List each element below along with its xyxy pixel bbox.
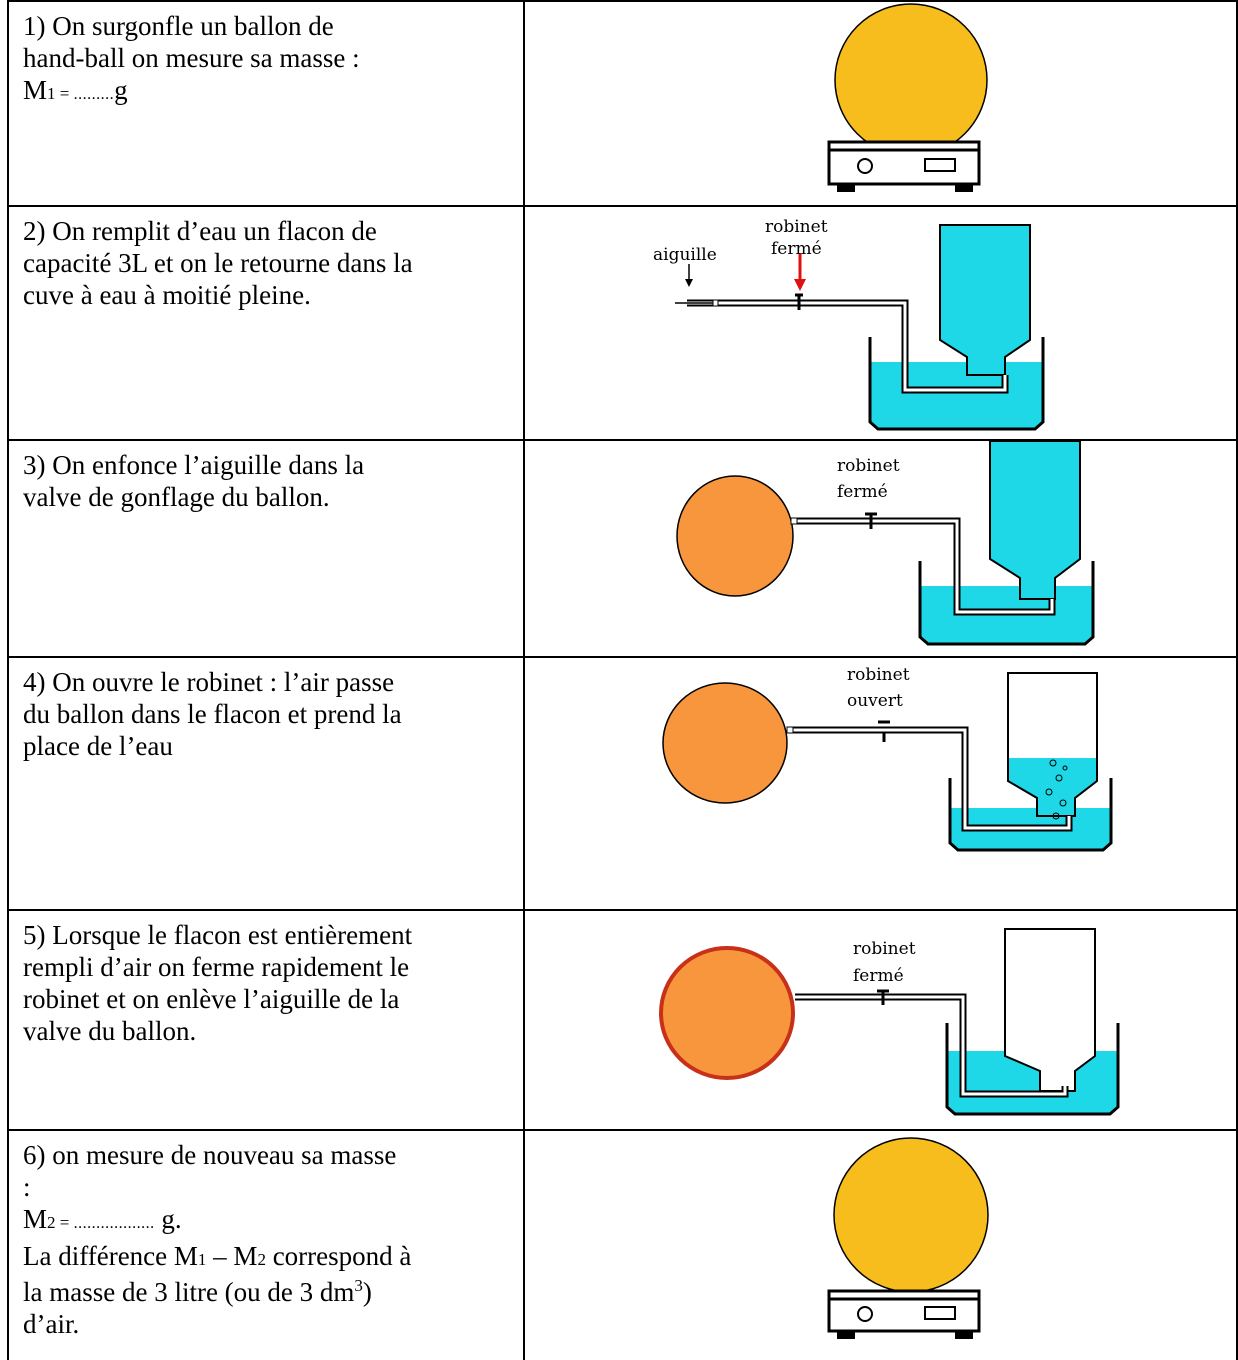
step-3-figure: robinet fermé <box>523 439 1238 658</box>
ball-icon <box>659 946 795 1080</box>
step-5-line-1: 5) Lorsque le flacon est entièrement <box>23 920 413 950</box>
ball-connected-diagram: robinet fermé <box>676 442 1095 646</box>
step-1-mass: M1 = .........g <box>23 74 513 111</box>
flask-icon <box>1007 672 1098 817</box>
valve-icon <box>878 720 890 742</box>
water-tank-icon <box>945 1023 1120 1116</box>
step-row-1: 1) On surgonfle un ballon de hand-ball o… <box>7 0 1238 207</box>
ball-icon <box>834 3 988 157</box>
step-3-line-2: valve de gonflage du ballon. <box>23 482 330 512</box>
water-tank-icon <box>868 337 1045 431</box>
step-row-2: 2) On remplit d’eau un flacon de capacit… <box>7 205 1238 441</box>
step-1-line-1: 1) On surgonfle un ballon de <box>23 11 334 41</box>
mass-unit: g <box>114 75 128 105</box>
step-3-text: 3) On enfonce l’aiguille dans la valve d… <box>7 439 525 658</box>
mass-index: 1 <box>47 84 56 103</box>
valve-icon <box>865 512 877 529</box>
valve-label-1: robinet <box>837 456 900 476</box>
mass-unit: g. <box>154 1204 182 1234</box>
water-tank-icon <box>948 778 1113 852</box>
step-6-diff-line-3: d’air. <box>23 1309 80 1339</box>
open-valve-diagram: robinet ouvert <box>662 665 1113 852</box>
valve-label-2: fermé <box>771 239 822 259</box>
scale-with-ball-illustration <box>827 1137 989 1339</box>
step-3-line-1: 3) On enfonce l’aiguille dans la <box>23 450 365 480</box>
scale-with-ball-illustration <box>827 3 988 192</box>
mass-blank: .................. <box>73 1215 155 1232</box>
valve-label-2: fermé <box>837 482 888 502</box>
valve-icon <box>795 293 803 310</box>
step-4-text: 4) On ouvre le robinet : l’air passe du … <box>7 656 525 911</box>
mass-symbol: M <box>23 1204 48 1234</box>
valve-label-1: robinet <box>765 217 828 237</box>
step-1-text: 1) On surgonfle un ballon de hand-ball o… <box>7 0 525 207</box>
step-5-line-4: valve du ballon. <box>23 1016 197 1046</box>
flask-icon <box>939 224 1031 376</box>
air-filled-flask-diagram: robinet fermé <box>659 928 1120 1116</box>
scale-icon <box>827 1289 981 1333</box>
step-row-3: 3) On enfonce l’aiguille dans la valve d… <box>7 439 1238 658</box>
valve-label-2: fermé <box>853 966 904 986</box>
mass-symbol: M <box>23 75 48 105</box>
bubbles-icon <box>1045 759 1068 820</box>
flask-icon <box>989 442 1081 600</box>
step-5-line-3: robinet et on enlève l’aiguille de la <box>23 984 400 1014</box>
step-4-figure: robinet ouvert <box>523 656 1238 911</box>
step-1-line-2: hand-ball on mesure sa masse : <box>23 43 360 73</box>
step-6-mass: M2 = .................. g. <box>23 1203 513 1240</box>
scale-icon <box>827 140 981 186</box>
step-6-diff-line-2: la masse de 3 litre (ou de 3 dm3) <box>23 1276 372 1307</box>
mass-index: 2 <box>47 1213 56 1232</box>
step-6-text: 6) on mesure de nouveau sa masse : M2 = … <box>7 1129 525 1360</box>
mass-eq: = <box>55 84 74 103</box>
valve-icon <box>877 989 889 1005</box>
step-row-5: 5) Lorsque le flacon est entièrement rem… <box>7 909 1238 1131</box>
step-6-diff-line-1: La différence M1 – M2 correspond à <box>23 1241 412 1271</box>
step-1-figure <box>523 0 1238 207</box>
step-6-line-2: : <box>23 1172 31 1202</box>
valve-label-2: ouvert <box>847 691 903 711</box>
water-tank-icon <box>918 561 1095 646</box>
step-row-4: 4) On ouvre le robinet : l’air passe du … <box>7 656 1238 911</box>
step-4-line-3: place de l’eau <box>23 731 173 761</box>
mass-blank: ......... <box>73 86 115 103</box>
step-2-line-2: capacité 3L et on le retourne dans la <box>23 248 413 278</box>
step-5-text: 5) Lorsque le flacon est entièrement rem… <box>7 909 525 1131</box>
valve-label-1: robinet <box>847 665 910 685</box>
step-5-figure: robinet fermé <box>523 909 1238 1131</box>
step-5-line-2: rempli d’air on ferme rapidement le <box>23 952 410 982</box>
steps-table: 1) On surgonfle un ballon de hand-ball o… <box>7 0 1238 1360</box>
step-4-line-2: du ballon dans le flacon et prend la <box>23 699 402 729</box>
valve-label-1: robinet <box>853 939 916 959</box>
step-row-6: 6) on mesure de nouveau sa masse : M2 = … <box>7 1129 1238 1360</box>
ball-icon <box>833 1137 989 1293</box>
needle-label: aiguille <box>653 245 717 265</box>
step-4-line-1: 4) On ouvre le robinet : l’air passe <box>23 667 395 697</box>
step-2-line-3: cuve à eau à moitié pleine. <box>23 280 311 310</box>
step-6-figure <box>523 1129 1238 1360</box>
ball-icon <box>676 475 794 597</box>
step-6-line-1: 6) on mesure de nouveau sa masse <box>23 1140 397 1170</box>
filled-flask-in-tank-diagram: robinet fermé aiguille <box>653 217 1045 431</box>
step-2-line-1: 2) On remplit d’eau un flacon de <box>23 216 377 246</box>
step-2-figure: robinet fermé aiguille <box>523 205 1238 441</box>
mass-eq: = <box>55 1213 74 1232</box>
ball-icon <box>662 682 788 804</box>
step-2-text: 2) On remplit d’eau un flacon de capacit… <box>7 205 525 441</box>
flask-icon <box>1004 928 1096 1092</box>
